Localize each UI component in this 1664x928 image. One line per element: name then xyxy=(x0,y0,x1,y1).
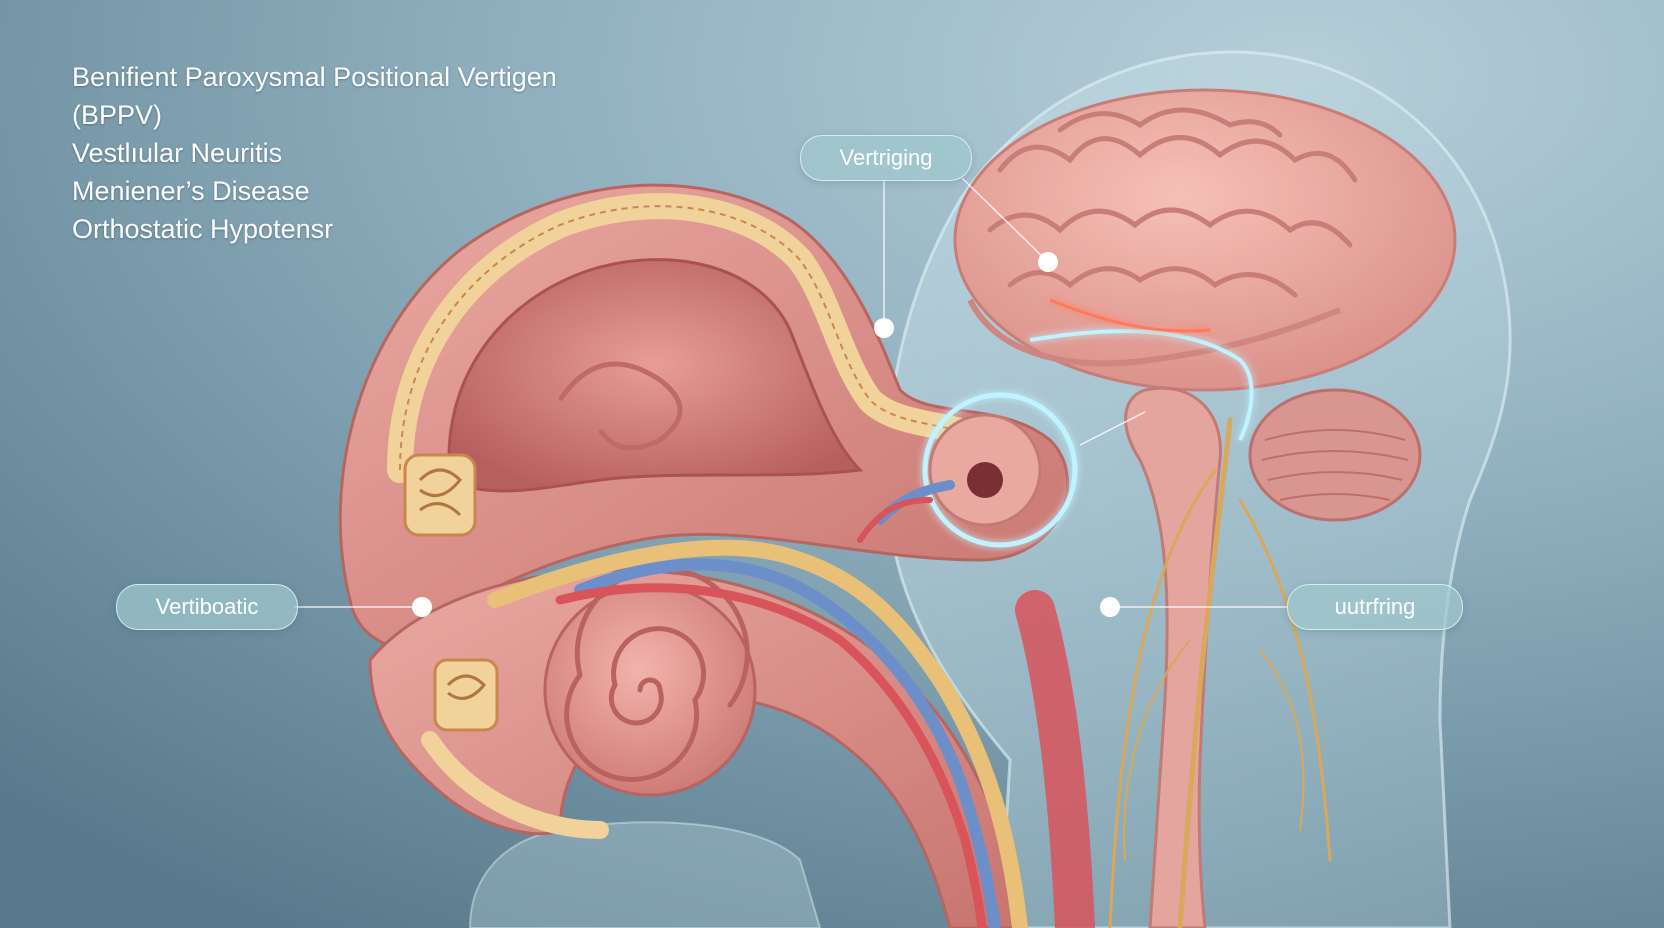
brain xyxy=(953,88,1457,441)
conditions-list: Benifient Paroxysmal Positional Vertigen… xyxy=(72,58,557,248)
condition-menieres-disease: Meniener’s Disease xyxy=(72,176,310,206)
marker-dot xyxy=(1038,252,1058,272)
condition-vestibular-neuritis: Vestlıular Neuritis xyxy=(72,138,283,168)
vessels-and-nerves xyxy=(487,480,1095,928)
callout-label-top: Vertriging xyxy=(800,135,972,181)
inner-ear-cross-section xyxy=(338,183,1078,652)
marker-dot xyxy=(1100,597,1120,617)
cerebellum xyxy=(1248,388,1422,522)
artery-branch xyxy=(857,497,933,543)
spinal-nerves xyxy=(1108,417,1332,928)
brainstem xyxy=(1124,386,1222,928)
vein xyxy=(574,558,1001,928)
artery xyxy=(555,583,987,928)
cochlea-section xyxy=(368,566,1017,928)
marker-dot xyxy=(412,597,432,617)
condition-bppv-line1: Benifient Paroxysmal Positional Vertigen xyxy=(72,62,557,92)
marker-dot xyxy=(874,318,894,338)
condition-bppv-line2: (BPPV) xyxy=(72,100,163,130)
callout-label-left: Vertiboatic xyxy=(116,584,298,630)
vestibular-nerve xyxy=(487,539,1028,928)
callout-label-right: uutrfring xyxy=(1287,584,1463,630)
artery-large xyxy=(1015,590,1095,928)
callout-leaders xyxy=(294,177,1287,617)
condition-orthostatic-hypotension: Orthostatic Hypotensr xyxy=(72,214,334,244)
